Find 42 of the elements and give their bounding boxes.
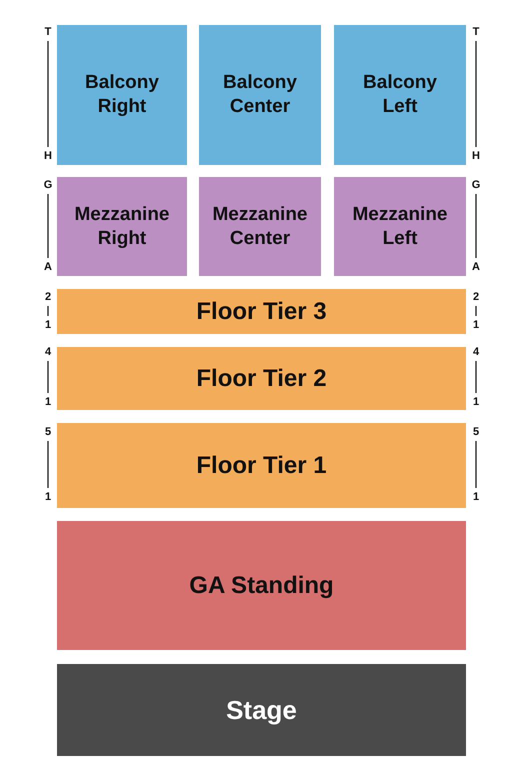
row-marker: 5 [472,426,480,438]
row-marker: 1 [472,396,480,408]
row-marker: 4 [472,346,480,358]
section-name: GA Standing [189,570,334,600]
seating-section [334,25,466,165]
row-marker: A [43,261,53,273]
standing-area [57,521,466,650]
section-name: Mezzanine Left [351,202,449,250]
seating-section [57,423,466,508]
section-name: Balcony Center [222,71,298,119]
seating-section [57,25,187,165]
section-name: Floor Tier 2 [196,364,327,394]
seating-section [57,347,466,410]
row-marker: T [44,26,52,38]
stage-label: Stage [226,694,297,726]
row-marker: 1 [472,319,480,331]
seating-section [57,177,187,276]
row-marker: 2 [472,291,480,303]
row-marker: H [43,150,53,162]
row-marker: G [470,179,482,191]
seating-section [199,25,321,165]
section-name: Balcony Right [84,71,160,119]
row-marker: 1 [44,396,52,408]
row-marker: H [471,150,481,162]
row-marker: 1 [44,319,52,331]
section-name: Balcony Left [362,71,438,119]
row-marker: 5 [44,426,52,438]
section-name: Mezzanine Center [211,202,309,250]
seating-section [334,177,466,276]
row-marker: 4 [44,346,52,358]
stage-area [57,664,466,756]
section-name: Floor Tier 1 [196,450,327,480]
section-name: Mezzanine Right [73,202,171,250]
row-marker: 1 [44,491,52,503]
row-marker: 1 [472,491,480,503]
seating-section [199,177,321,276]
row-marker: 2 [44,291,52,303]
section-name: Floor Tier 3 [196,296,327,326]
row-marker: G [42,179,54,191]
row-marker: A [471,261,481,273]
row-marker: T [472,26,480,38]
seating-section [57,289,466,334]
